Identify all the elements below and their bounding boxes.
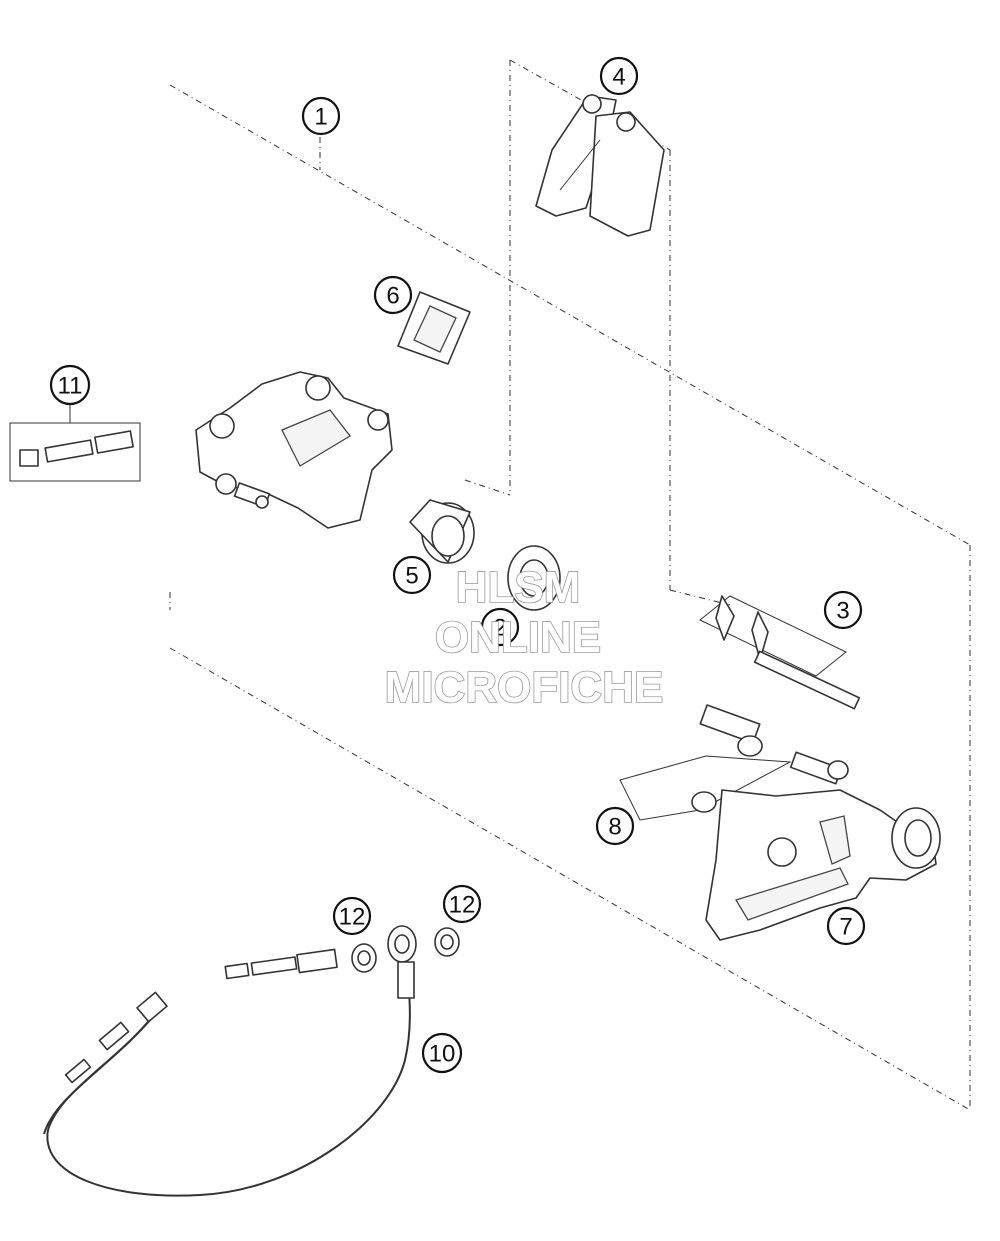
brake-pads-part xyxy=(535,94,665,237)
callout-10: 10 xyxy=(421,1032,463,1074)
svg-text:5: 5 xyxy=(405,563,418,590)
callout-12-right: 12 xyxy=(442,884,482,924)
callout-4: 4 xyxy=(599,56,639,96)
svg-text:6: 6 xyxy=(386,283,399,310)
svg-text:12: 12 xyxy=(339,904,366,931)
callout-8: 8 xyxy=(595,806,635,846)
svg-text:8: 8 xyxy=(608,814,621,841)
callout-3: 3 xyxy=(823,590,863,630)
seal-ring-part xyxy=(507,545,561,611)
washer-part xyxy=(434,927,460,957)
piston-part xyxy=(409,499,475,564)
svg-text:7: 7 xyxy=(839,914,852,941)
callout-12-left: 12 xyxy=(332,896,372,936)
callout-11: 11 xyxy=(49,364,91,406)
svg-text:11: 11 xyxy=(58,373,83,400)
banjo-bolt-part xyxy=(224,948,338,980)
svg-text:2: 2 xyxy=(493,615,506,642)
svg-text:MICROFICHE: MICROFICHE xyxy=(385,663,664,712)
callout-2: 2 xyxy=(480,607,520,647)
washer-part xyxy=(351,943,377,973)
pins-clips-part xyxy=(699,595,861,710)
bolts-sleeves-part xyxy=(619,704,849,821)
svg-text:ONLINE: ONLINE xyxy=(435,613,601,662)
svg-text:1: 1 xyxy=(314,104,327,131)
callout-1: 1 xyxy=(301,96,341,136)
svg-text:4: 4 xyxy=(612,64,625,91)
caliper-bracket-part xyxy=(705,789,941,941)
callout-6: 6 xyxy=(373,275,413,315)
bleeder-kit-part xyxy=(9,403,141,482)
svg-text:10: 10 xyxy=(429,1041,456,1068)
svg-text:3: 3 xyxy=(836,598,849,625)
brake-caliper-part xyxy=(195,371,393,529)
assembly-guide-lines xyxy=(169,59,971,1111)
watermark: HLSM ONLINE MICROFICHE xyxy=(384,562,664,713)
brake-hose-part xyxy=(43,925,417,1197)
svg-text:12: 12 xyxy=(449,892,476,919)
callout-5: 5 xyxy=(392,555,432,595)
callout-7: 7 xyxy=(826,906,866,946)
pad-spring-part xyxy=(397,291,471,365)
svg-text:HLSM: HLSM xyxy=(456,563,581,612)
